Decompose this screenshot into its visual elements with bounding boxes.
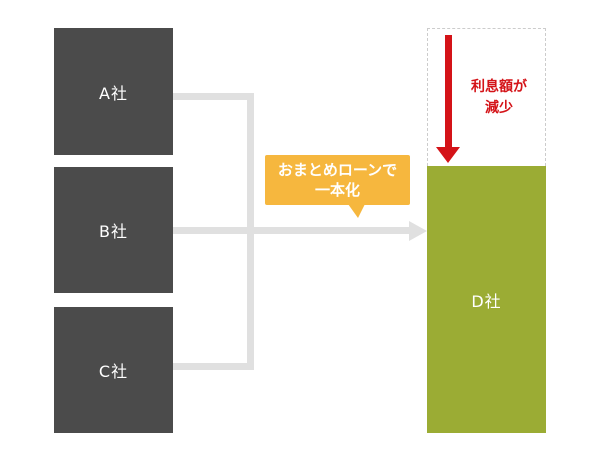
connector-a-to-junction [173, 93, 254, 100]
bubble-tail-icon [348, 204, 365, 218]
bubble-line1: おまとめローンで [277, 160, 398, 179]
right-arrow-icon [409, 221, 427, 241]
interest-decrease-line1: 利息額が [471, 79, 527, 95]
company-box-d-label: D社 [471, 291, 502, 311]
company-box-a: A社 [54, 28, 173, 155]
company-box-c: C社 [54, 307, 173, 433]
interest-reduction-zone [427, 28, 546, 166]
company-box-d: D社 [427, 166, 546, 433]
company-box-c-label: C社 [98, 362, 129, 381]
red-down-arrow-head-icon [436, 147, 460, 163]
company-box-a-label: A社 [99, 83, 128, 103]
company-box-b-label: B社 [99, 222, 128, 241]
consolidation-callout-bubble: おまとめローンで 一本化 [265, 155, 410, 205]
connector-c-to-junction [173, 363, 254, 370]
interest-decrease-line2: 減少 [485, 100, 513, 116]
interest-decrease-note: 利息額が 減少 [452, 77, 546, 119]
company-box-b: B社 [54, 167, 173, 293]
red-down-arrow-icon [445, 35, 452, 147]
connector-b-to-d [173, 227, 409, 234]
bubble-line2: 一本化 [314, 181, 360, 199]
